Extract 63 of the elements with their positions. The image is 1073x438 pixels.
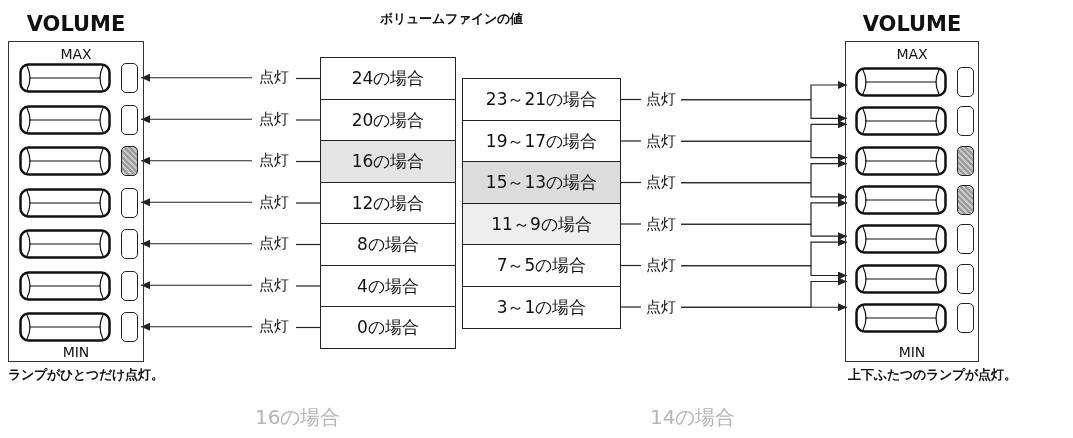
connector-line	[620, 306, 642, 308]
value-box: 12の場合	[320, 181, 456, 225]
arrow	[140, 198, 253, 207]
connector-line	[295, 202, 321, 204]
value-box: 11～9の場合	[462, 202, 621, 246]
connector-line	[620, 181, 642, 184]
panel-heading: VOLUME	[861, 12, 963, 36]
arrow	[680, 223, 848, 241]
node-label: 点灯	[259, 234, 289, 253]
node-label: 点灯	[646, 256, 676, 275]
node-label: 点灯	[646, 297, 676, 316]
node-label: ランプがひとつだけ点灯。	[8, 366, 164, 384]
value-box: 4の場合	[320, 264, 456, 308]
node-label: 点灯	[646, 214, 676, 233]
node-label: 上下ふたつのランプが点灯。	[848, 366, 1017, 384]
arrow	[140, 156, 253, 165]
value-box: 15～13の場合	[462, 161, 621, 204]
connector-line	[620, 223, 642, 225]
connector-line	[620, 140, 642, 142]
value-box: 3～1の場合	[462, 285, 621, 329]
node-label: 点灯	[259, 275, 289, 294]
value-box: 24の場合	[320, 57, 456, 100]
connector-line	[295, 160, 321, 163]
value-box: 20の場合	[320, 98, 456, 142]
min-label: MIN	[61, 344, 91, 360]
value-box: 19～17の場合	[462, 119, 621, 163]
arrow	[680, 140, 848, 162]
diagram-title: ボリュームファインの値	[380, 10, 523, 28]
node-label: 点灯	[259, 151, 289, 170]
panel-heading: VOLUME	[25, 12, 127, 36]
node-label: 点灯	[259, 192, 289, 211]
arrow	[680, 99, 848, 123]
connector-line	[295, 243, 321, 246]
max-label: MAX	[895, 46, 929, 62]
arrow	[680, 265, 848, 280]
connector-line	[295, 326, 321, 329]
connector-line	[295, 77, 321, 80]
note-text: 16の場合	[255, 404, 341, 431]
node-label: 点灯	[259, 109, 289, 128]
value-box: 7～5の場合	[462, 244, 621, 287]
connector-line	[295, 119, 321, 121]
value-box: 23～21の場合	[462, 78, 621, 121]
arrow	[140, 115, 253, 124]
value-box: 8の場合	[320, 223, 456, 266]
arrow	[680, 303, 848, 312]
max-label: MAX	[59, 46, 93, 62]
node-label: 点灯	[259, 68, 289, 87]
node-label: 点灯	[646, 173, 676, 192]
arrow	[140, 281, 253, 290]
arrow	[140, 322, 253, 331]
value-box: 0の場合	[320, 306, 456, 349]
min-label: MIN	[897, 344, 927, 360]
value-box: 16の場合	[320, 140, 456, 183]
node-label: 点灯	[646, 131, 676, 150]
connector-line	[620, 264, 642, 267]
arrow	[680, 182, 848, 201]
note-text: 14の場合	[650, 404, 736, 431]
arrow	[140, 239, 253, 248]
arrow	[140, 73, 253, 82]
connector-line	[620, 98, 642, 101]
node-label: 点灯	[259, 317, 289, 336]
connector-line	[295, 285, 321, 287]
node-label: 点灯	[646, 90, 676, 109]
